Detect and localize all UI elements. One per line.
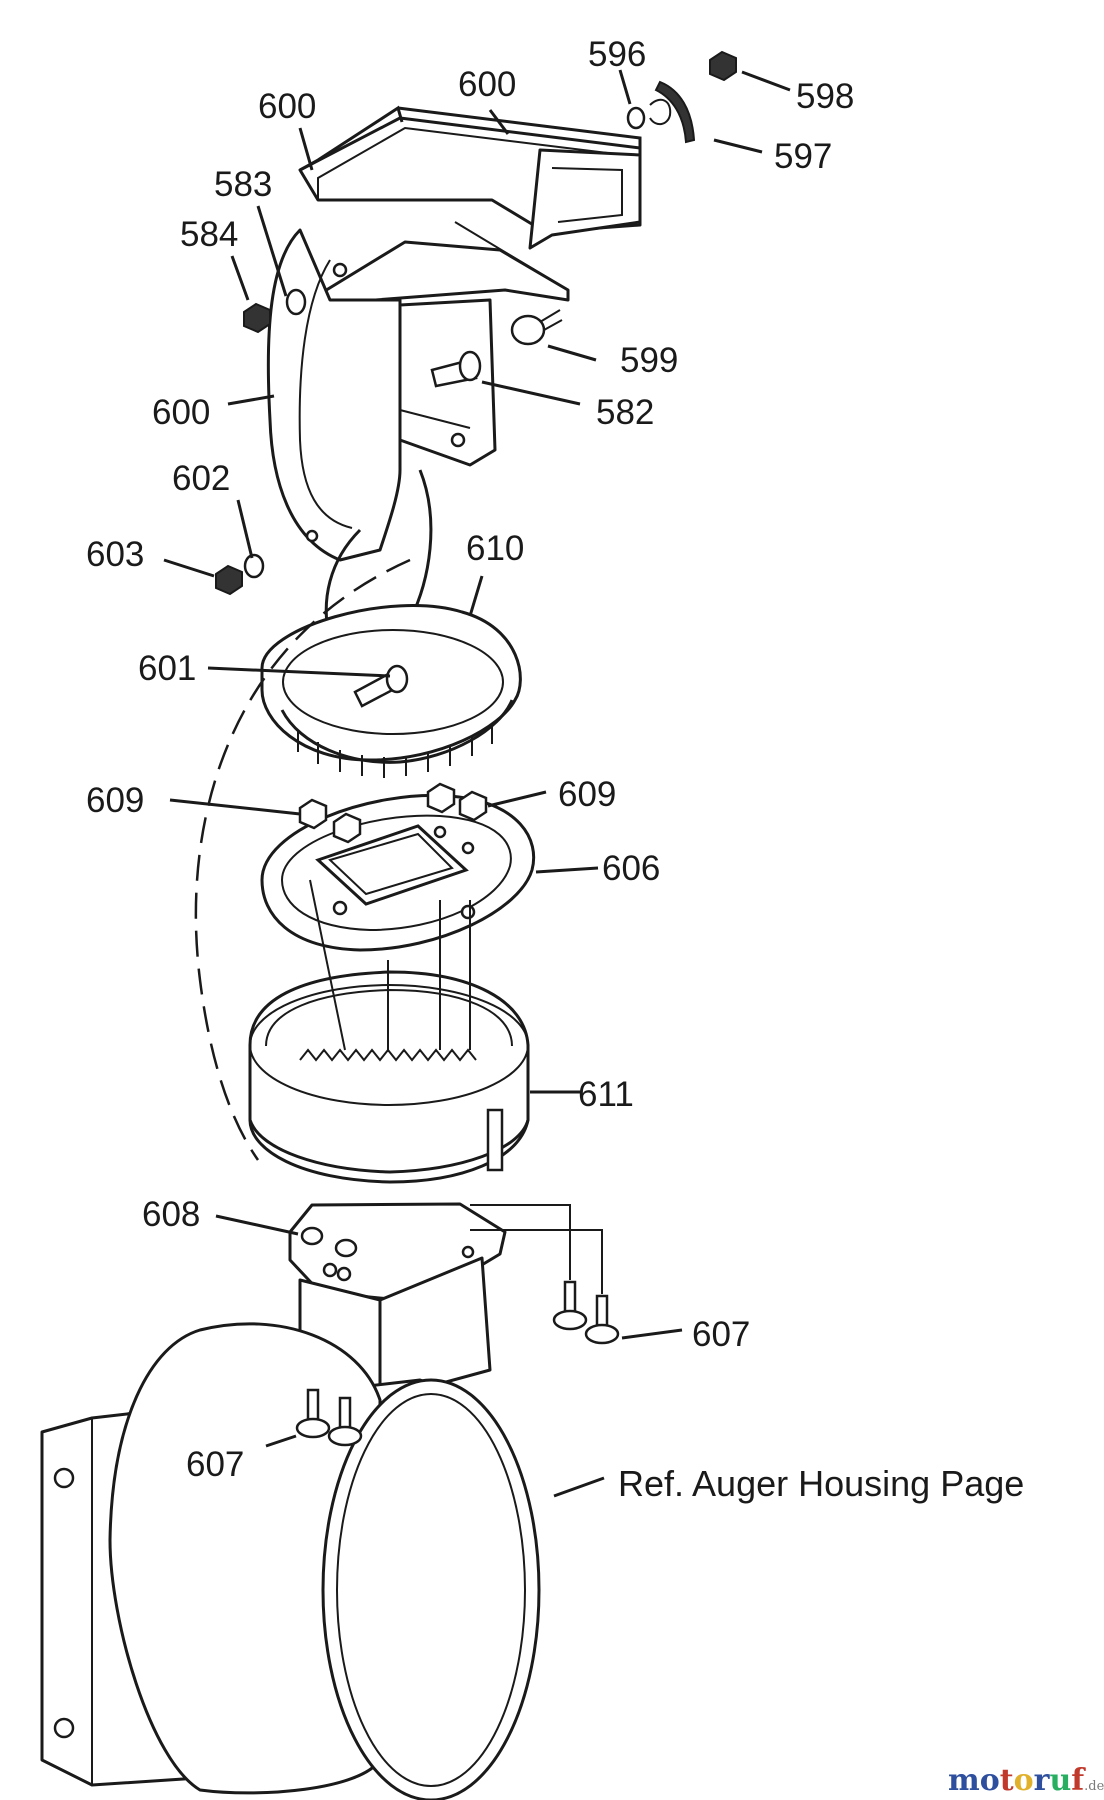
- callout-583: 583: [214, 165, 272, 204]
- watermark-letter: t: [1000, 1763, 1014, 1798]
- watermark-letter: o: [980, 1763, 1000, 1798]
- callout-582: 582: [596, 393, 654, 432]
- gear-ring-611: [248, 879, 530, 1184]
- reference-note: Ref. Auger Housing Page: [618, 1463, 1024, 1504]
- callout-608: 608: [142, 1195, 200, 1234]
- callout-610: 610: [466, 529, 524, 568]
- watermark-letter: f: [1071, 1763, 1086, 1798]
- callout-609-right: 609: [558, 775, 616, 814]
- watermark-logo: motoruf.de: [948, 1763, 1104, 1798]
- callout-597: 597: [774, 137, 832, 176]
- auger-housing: [40, 1204, 620, 1800]
- callout-599: 599: [620, 341, 678, 380]
- guide-arc: [194, 558, 411, 1161]
- hardware-top: [215, 50, 737, 596]
- callout-601: 601: [138, 649, 196, 688]
- callout-598: 598: [796, 77, 854, 116]
- watermark-letter: r: [1034, 1763, 1051, 1798]
- watermark-letter: u: [1049, 1763, 1071, 1798]
- leader-lines: [163, 69, 791, 1498]
- callout-607-left: 607: [186, 1445, 244, 1484]
- watermark-letter: o: [1014, 1763, 1034, 1798]
- callout-606: 606: [602, 849, 660, 888]
- watermark-suffix: .de: [1084, 1779, 1104, 1794]
- ring-610: [260, 604, 522, 778]
- callout-603: 603: [86, 535, 144, 574]
- callout-602: 602: [172, 459, 230, 498]
- callout-607-right: 607: [692, 1315, 750, 1354]
- callout-609-left: 609: [86, 781, 144, 820]
- callout-596: 596: [588, 35, 646, 74]
- callout-584: 584: [180, 215, 238, 254]
- callout-600-mid: 600: [152, 393, 210, 432]
- bracket-608: [288, 1202, 507, 1402]
- plate-606: [260, 782, 536, 952]
- callout-600-top: 600: [458, 65, 516, 104]
- watermark-letter: m: [948, 1763, 980, 1798]
- callout-611: 611: [578, 1075, 634, 1114]
- callout-600-left: 600: [258, 87, 316, 126]
